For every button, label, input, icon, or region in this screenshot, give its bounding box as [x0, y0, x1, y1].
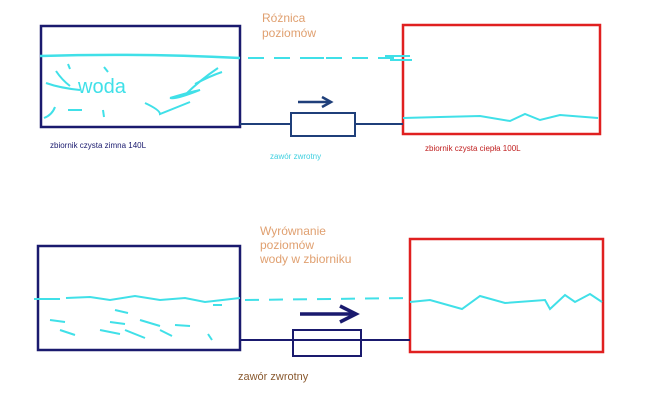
hot-water-level [409, 292, 603, 311]
bottom-heading-line3: wody w zbiorniku [259, 252, 351, 266]
cold-water-level [34, 294, 241, 304]
cold-water-level [39, 53, 241, 60]
flow-arrow-icon [298, 95, 334, 109]
hot-water-level [402, 112, 599, 123]
top-diagram: Różnica poziomów woda zbiornik [39, 11, 602, 161]
bottom-heading-line1: Wyrównanie [260, 224, 326, 238]
water-label: woda [77, 76, 127, 98]
valve-label: zawór zwrotny [270, 152, 321, 161]
valve-label: zawór zwrotny [238, 371, 309, 383]
cold-tank-label: zbiornik czysta zimna 140L [50, 141, 147, 150]
check-valve [292, 329, 362, 357]
water-strokes [49, 304, 222, 341]
level-dashed-end [385, 55, 412, 61]
top-heading-line1: Różnica [262, 11, 306, 25]
bottom-heading-line2: poziomów [260, 238, 314, 252]
level-dashed-line [244, 297, 411, 301]
top-heading-line2: poziomów [262, 26, 316, 40]
check-valve [290, 112, 356, 137]
hot-tank-label: zbiornik czysta ciepła 100L [425, 144, 521, 153]
bottom-diagram: Wyrównanie poziomów wody w zbiorniku [34, 224, 605, 383]
flow-arrow-icon [300, 304, 360, 324]
hot-tank [401, 23, 602, 136]
hot-tank [408, 237, 605, 354]
water-strokes [43, 63, 223, 119]
cold-tank [39, 24, 242, 129]
